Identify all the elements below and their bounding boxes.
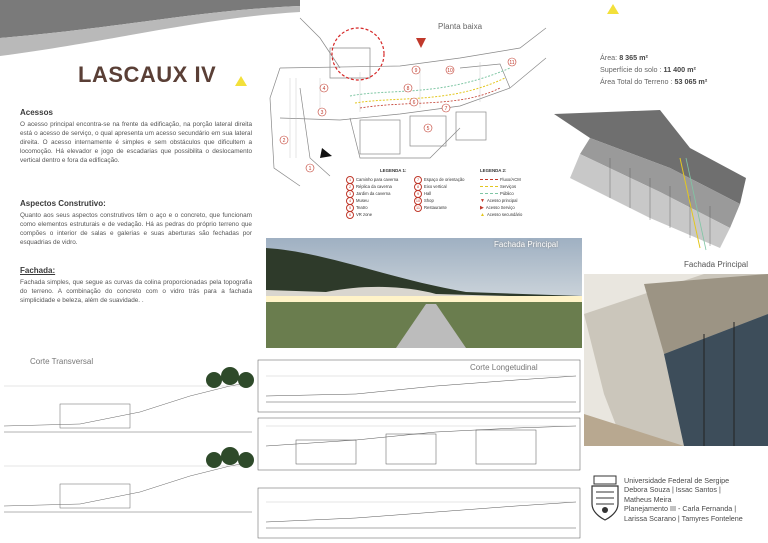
section-fachada: Fachada: Fachada simples, que segue as c…: [20, 266, 252, 305]
section-heading: Fachada:: [20, 266, 56, 275]
legend-item: ▶Acesso Serviço: [480, 204, 515, 211]
section-text: Quanto aos seus aspectos construtivos tê…: [20, 212, 252, 246]
credits-line-1: Universidade Federal de Sergipe: [624, 476, 730, 485]
room-number-8: 8: [407, 86, 410, 92]
facade-photo-2: [584, 274, 768, 446]
main-access-arrow: [416, 38, 426, 48]
legend-title-2: LEGENDA 2:: [480, 168, 507, 173]
room-number-11: 11: [509, 60, 514, 66]
legend-title-1: LEGENDA 1:: [380, 168, 407, 173]
cross-section-drawing: [3, 367, 254, 513]
page-title: LASCAUX IV: [78, 62, 217, 87]
facade-label-1: Fachada Principal: [494, 240, 559, 249]
legend-item: ▼Acesso principal: [480, 197, 518, 204]
legend-item: Fluxo/ACM: [480, 176, 548, 183]
legend-item: ▲Acesso secundário: [480, 211, 523, 218]
north-arrow: [320, 148, 332, 158]
room-number-2: 2: [283, 138, 286, 144]
room-number-6: 6: [413, 100, 416, 106]
credits-line-2: Debora Souza | Issac Santos |: [624, 485, 721, 495]
room-number-7: 7: [445, 106, 448, 112]
service-access-arrow: [235, 76, 247, 86]
plan-label: Planta baixa: [438, 22, 483, 31]
legend-item: Serviços: [480, 183, 548, 190]
section-text: O acesso principal encontra-se na frente…: [20, 121, 252, 164]
section-aspectos: Aspectos Construtivo: Quanto aos seus as…: [20, 199, 252, 247]
room-number-3: 3: [321, 110, 324, 116]
area-value: 8 365 m²: [619, 53, 648, 62]
total-value: 53 065 m²: [674, 77, 708, 86]
solo-value: 11 400 m²: [663, 65, 696, 74]
area-info: Área: 8 365 m² Superfície do solo : 11 4…: [600, 52, 707, 88]
longitudinal-section-drawing: [257, 359, 581, 539]
room-number-9: 9: [415, 68, 418, 74]
university-logo-icon: [591, 475, 619, 521]
room-number-5: 5: [427, 126, 430, 132]
solo-label: Superfície do solo :: [600, 65, 662, 74]
section-text: Fachada simples, que segue as curvas da …: [20, 279, 252, 304]
cross-section-label: Corte Transversal: [30, 357, 94, 366]
section-heading: Aspectos Construtivo:: [20, 199, 106, 208]
model-3d-image: [554, 110, 746, 251]
longitudinal-section-label: Corte Longetudinal: [470, 363, 538, 372]
credits-line-5: Larissa Scarano | Tamyres Fontelene: [624, 513, 743, 523]
floor-plan: 1 2 3 4 5 6 7 8 9 10 11: [269, 17, 547, 187]
credits: Universidade Federal de Sergipe Debora S…: [624, 476, 743, 523]
legend-item: Público: [480, 190, 548, 197]
section-acessos: Acessos O acesso principal encontra-se n…: [20, 108, 252, 165]
secondary-access-arrow: [607, 4, 619, 14]
total-label: Área Total do Terreno :: [600, 77, 673, 86]
facade-label-2: Fachada Principal: [684, 260, 749, 269]
room-number-1: 1: [309, 166, 312, 172]
room-number-4: 4: [323, 86, 326, 92]
header-swoosh: [0, 0, 300, 56]
room-number-10: 10: [447, 68, 453, 74]
credits-line-3: Matheus Meira: [624, 494, 672, 504]
facade-photo-1: [266, 238, 582, 348]
section-heading: Acessos: [20, 108, 53, 117]
legend-column-3: Fluxo/ACM Serviços Público ▼Acesso princ…: [480, 176, 548, 218]
area-label: Área:: [600, 53, 618, 62]
credits-line-4: Planejamento III - Carla Fernanda |: [624, 504, 737, 514]
